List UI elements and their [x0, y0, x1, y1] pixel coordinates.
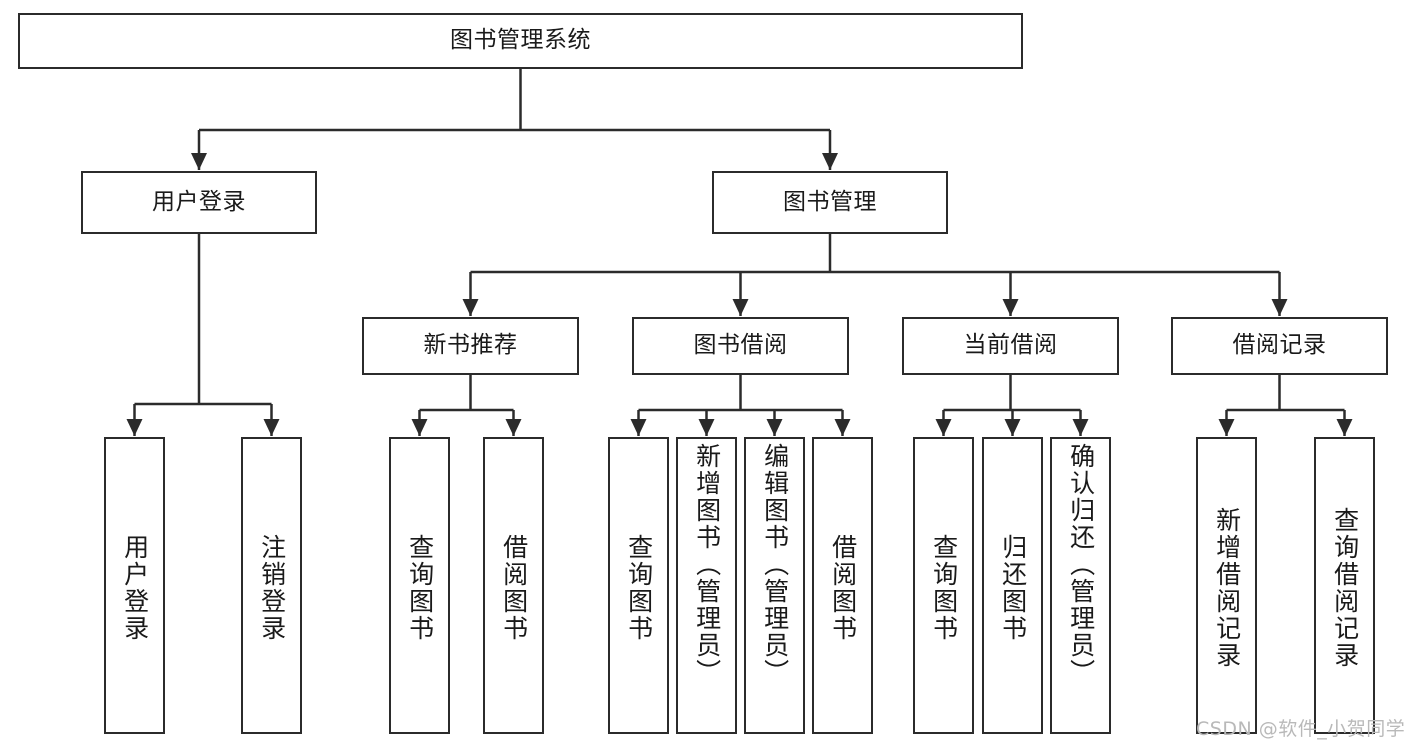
arrowhead-e-recommend-leaf1 — [411, 419, 428, 436]
node-label: 借阅图书 — [828, 533, 858, 642]
arrowhead-e-recommend-leaf2 — [505, 419, 522, 436]
node-leaf-user-logout[interactable]: 注销登录 — [241, 437, 302, 734]
arrowhead-e-borrow-leaf2 — [698, 419, 715, 436]
arrowhead-e-current-leaf1 — [935, 419, 952, 436]
node-label: 新增图书（管理员） — [692, 443, 722, 686]
node-leaf-add-book[interactable]: 新增图书（管理员） — [676, 437, 737, 734]
node-book-borrow[interactable]: 图书借阅 — [632, 317, 849, 375]
node-leaf-query-book-current[interactable]: 查询图书 — [913, 437, 974, 734]
node-label: 图书管理 — [783, 188, 877, 215]
node-current-borrow[interactable]: 当前借阅 — [902, 317, 1119, 375]
node-label: 新增借阅记录 — [1212, 506, 1242, 669]
node-label: 编辑图书（管理员） — [760, 443, 790, 686]
node-leaf-confirm-return[interactable]: 确认归还（管理员） — [1050, 437, 1111, 734]
node-leaf-user-login[interactable]: 用户登录 — [104, 437, 165, 734]
node-label: 查询图书 — [624, 533, 654, 642]
node-leaf-query-book-borrow[interactable]: 查询图书 — [608, 437, 669, 734]
node-label: 用户登录 — [152, 188, 246, 215]
node-leaf-return-book[interactable]: 归还图书 — [982, 437, 1043, 734]
arrowhead-e-bookmgmt-current — [1002, 299, 1019, 316]
node-label: 图书借阅 — [693, 332, 788, 359]
node-label: 借阅图书 — [499, 533, 529, 642]
arrowhead-e-record-leaf1 — [1218, 419, 1235, 436]
node-label: 查询图书 — [929, 533, 959, 642]
node-label: 用户登录 — [120, 533, 150, 642]
node-label: 图书管理系统 — [450, 27, 591, 54]
arrowhead-e-borrow-leaf4 — [834, 419, 851, 436]
node-new-book-recommend[interactable]: 新书推荐 — [362, 317, 579, 375]
node-label: 查询借阅记录 — [1330, 506, 1360, 669]
node-label: 归还图书 — [998, 533, 1028, 642]
arrowhead-e-root-bookmgmt — [822, 153, 838, 170]
arrowhead-e-bookmgmt-record — [1271, 299, 1288, 316]
node-leaf-edit-book[interactable]: 编辑图书（管理员） — [744, 437, 805, 734]
node-leaf-borrow-book-recommend[interactable]: 借阅图书 — [483, 437, 544, 734]
arrowhead-e-userlogin-leaf1 — [126, 419, 143, 436]
node-label: 查询图书 — [405, 533, 435, 642]
node-root[interactable]: 图书管理系统 — [18, 13, 1023, 69]
arrowhead-e-bookmgmt-recommend — [462, 299, 479, 316]
node-label: 当前借阅 — [963, 332, 1058, 359]
arrowhead-e-record-leaf2 — [1336, 419, 1353, 436]
node-label: 注销登录 — [257, 533, 287, 642]
node-borrow-record[interactable]: 借阅记录 — [1171, 317, 1388, 375]
node-book-management[interactable]: 图书管理 — [712, 171, 948, 234]
node-leaf-borrow-book[interactable]: 借阅图书 — [812, 437, 873, 734]
arrowhead-e-bookmgmt-borrow — [732, 299, 749, 316]
node-label: 新书推荐 — [423, 332, 518, 359]
node-leaf-add-borrow-record[interactable]: 新增借阅记录 — [1196, 437, 1257, 734]
arrowhead-e-borrow-leaf1 — [630, 419, 647, 436]
node-label: 确认归还（管理员） — [1066, 443, 1096, 686]
arrowhead-e-root-userlogin — [191, 153, 207, 170]
node-label: 借阅记录 — [1232, 332, 1327, 359]
node-leaf-query-book-recommend[interactable]: 查询图书 — [389, 437, 450, 734]
arrowhead-e-borrow-leaf3 — [766, 419, 783, 436]
arrowhead-e-current-leaf3 — [1072, 419, 1089, 436]
node-user-login[interactable]: 用户登录 — [81, 171, 317, 234]
node-leaf-query-borrow-record[interactable]: 查询借阅记录 — [1314, 437, 1375, 734]
arrowhead-e-userlogin-leaf2 — [263, 419, 280, 436]
arrowhead-e-current-leaf2 — [1004, 419, 1021, 436]
